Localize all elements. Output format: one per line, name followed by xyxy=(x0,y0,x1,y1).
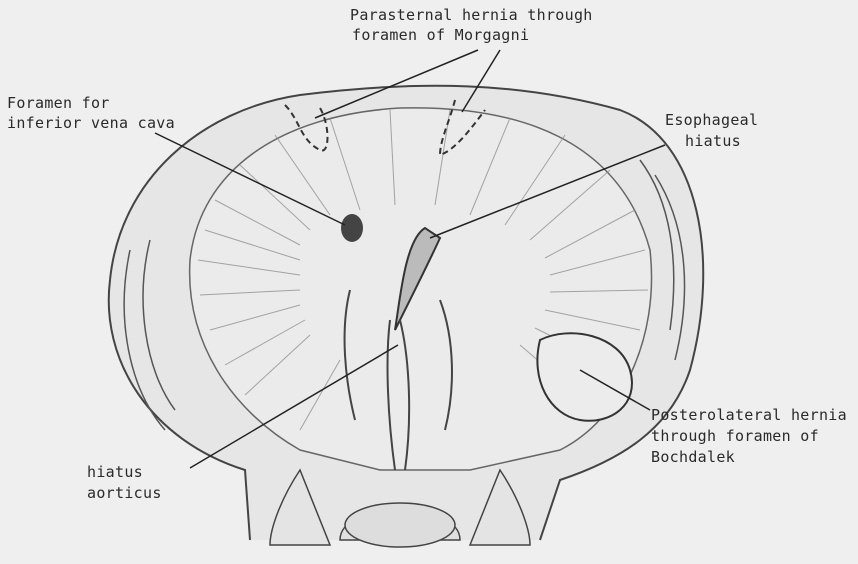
label-bochdalek-line2: through foramen of xyxy=(651,426,819,446)
label-bochdalek-line1: Posterolateral hernia xyxy=(651,405,847,425)
ivc-foramen xyxy=(341,214,363,242)
label-esophageal-line2: hiatus xyxy=(685,131,741,151)
label-morgagni-line1: Parasternal hernia through xyxy=(350,5,593,25)
label-ivc-line1: Foramen for xyxy=(7,93,110,113)
label-bochdalek-line3: Bochdalek xyxy=(651,447,735,467)
label-esophageal-line1: Esophageal xyxy=(665,110,758,130)
label-aorticus-line2: aorticus xyxy=(87,483,162,503)
label-aorticus-line1: hiatus xyxy=(87,462,143,482)
label-morgagni-line2: foramen of Morgagni xyxy=(352,25,529,45)
label-ivc-line2: inferior vena cava xyxy=(7,113,175,133)
